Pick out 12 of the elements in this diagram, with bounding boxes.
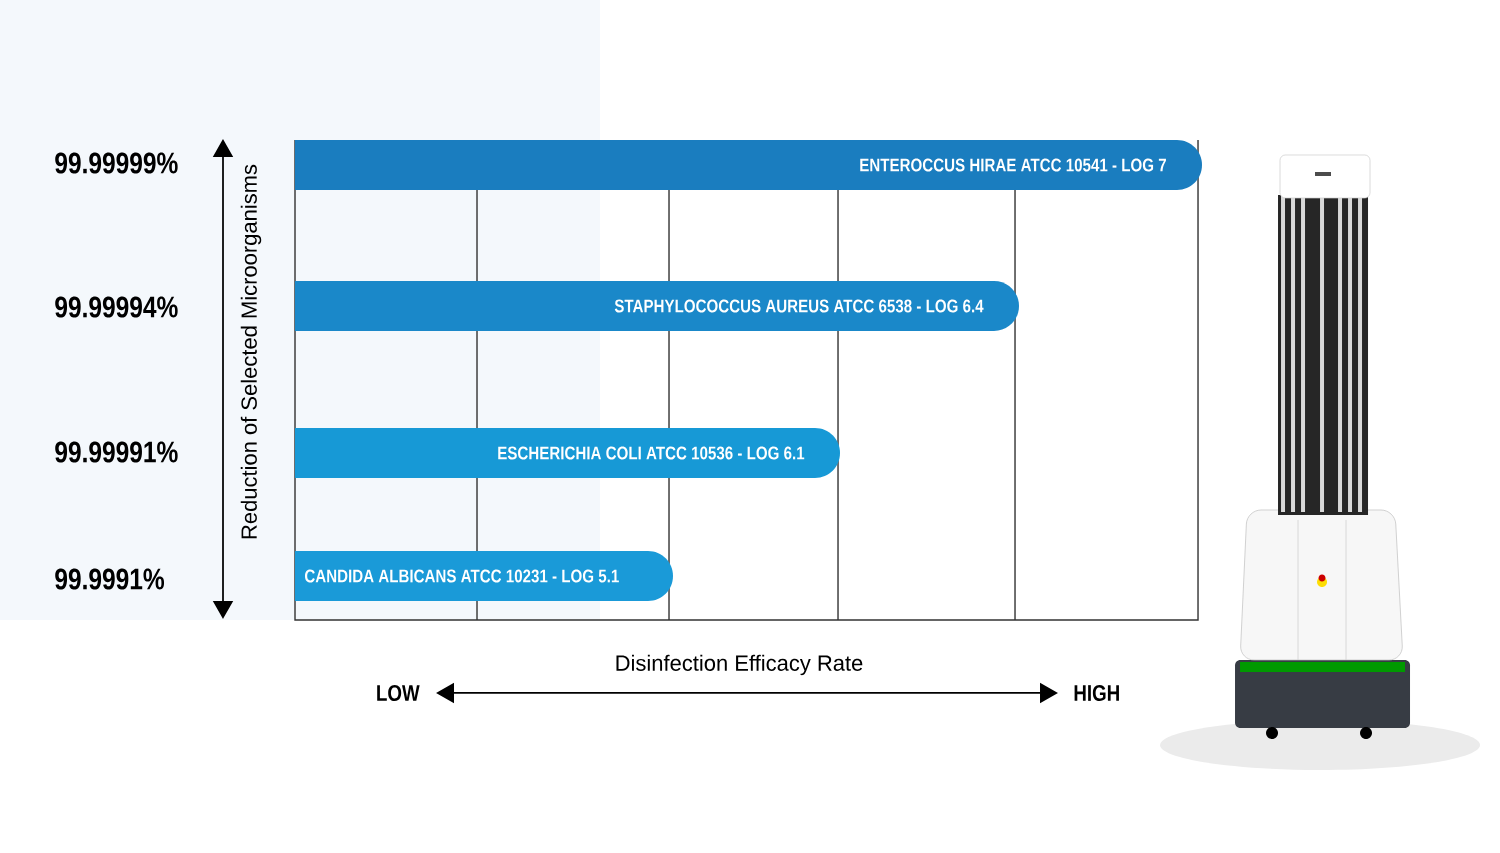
axis-value: 99.99999%	[55, 152, 178, 174]
axis-value: 99.99991%	[55, 441, 178, 463]
bar: ENTEROCCUS HIRAE ATCC 10541 - LOG 7	[295, 140, 1202, 190]
bar: CANDIDA ALBICANS ATCC 10231 - LOG 5.1	[295, 551, 673, 601]
axis-value: 99.99994%	[55, 296, 178, 318]
axis-title: Disinfection Efficacy Rate	[616, 654, 863, 676]
axis-title: Reduction of Selected Microorganisms	[240, 164, 262, 539]
axis-end-label: LOW	[377, 684, 420, 702]
bar: ESCHERICHIA COLI ATCC 10536 - LOG 6.1	[295, 428, 840, 478]
bar: STAPHYLOCOCCUS AUREUS ATCC 6538 - LOG 6.4	[295, 281, 1019, 331]
axis-value: 99.9991%	[55, 568, 165, 590]
axis-end-label: HIGH	[1074, 684, 1119, 702]
